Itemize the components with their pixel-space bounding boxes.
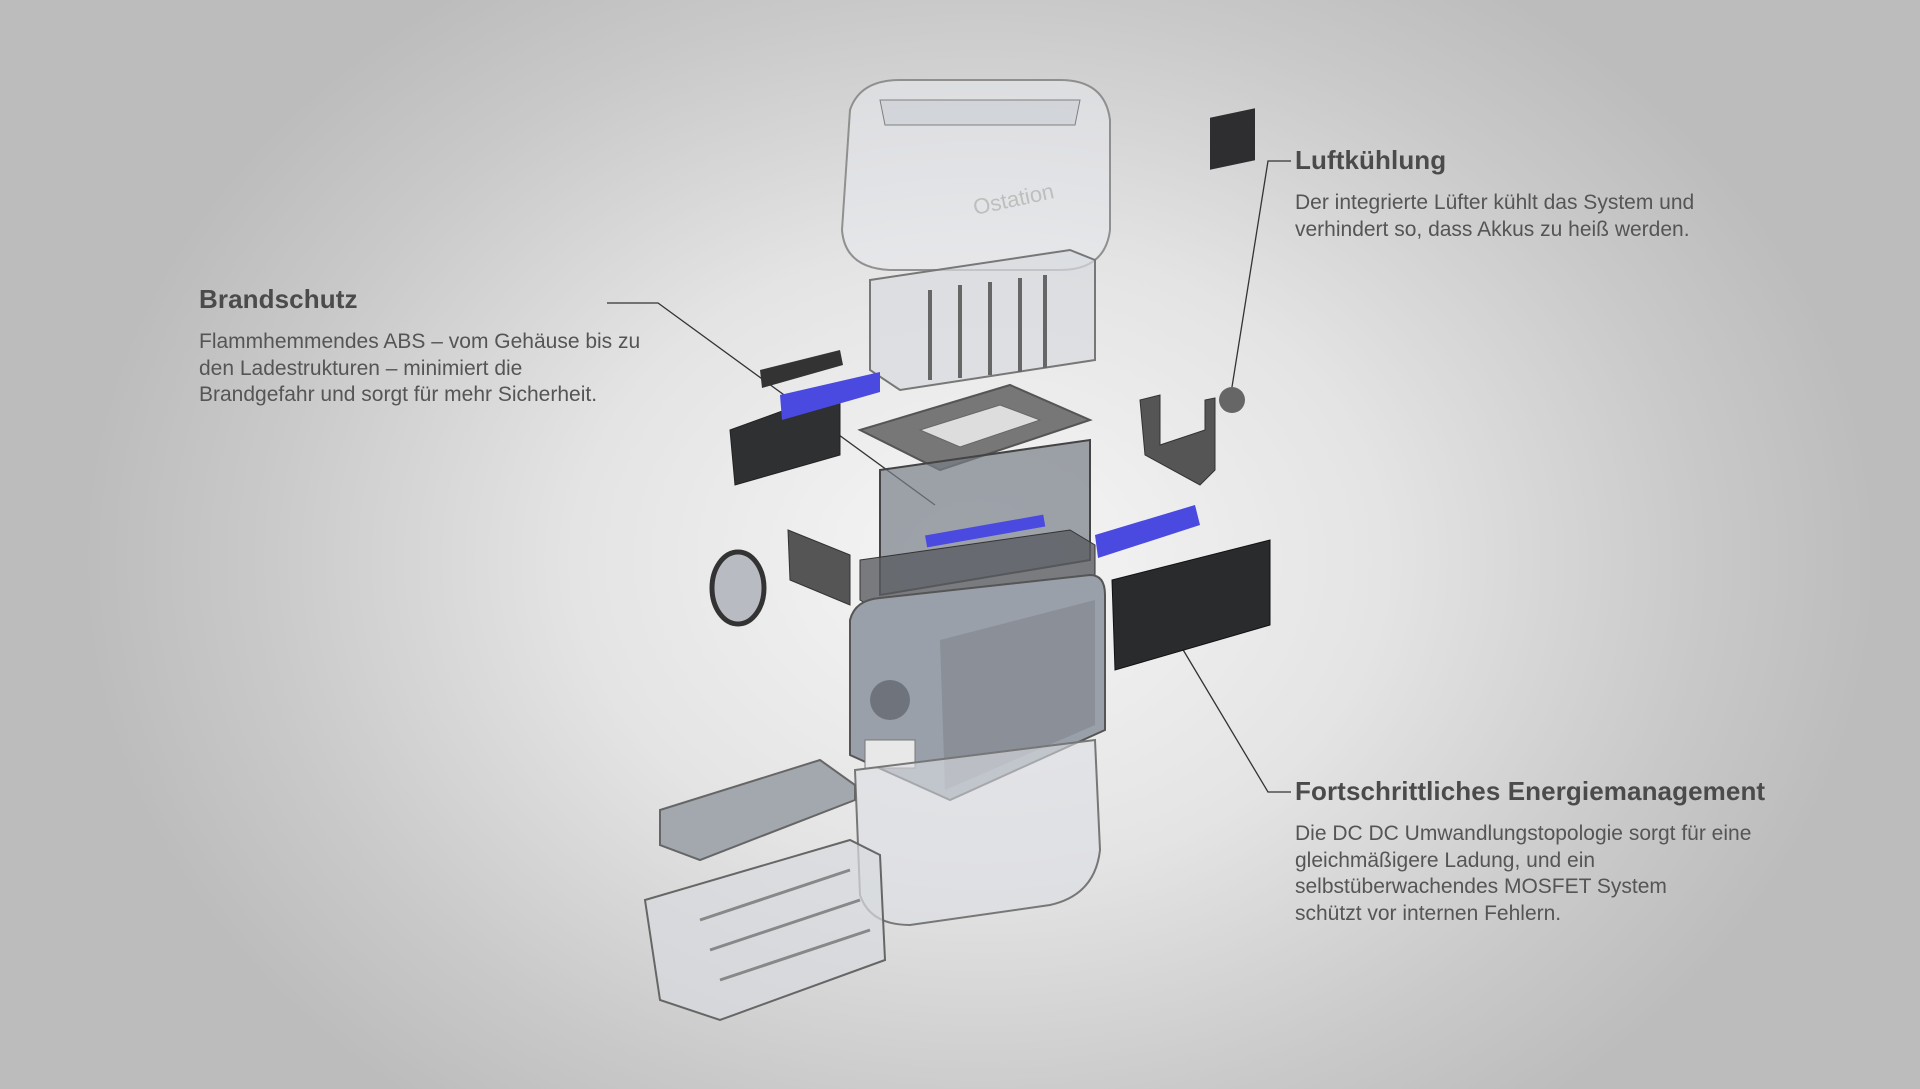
feature-description: Der integrierte Lüfter kühlt das System … [1295, 191, 1695, 241]
leader-line-brandschutz [607, 302, 936, 506]
fan-bracket [1139, 394, 1216, 486]
feature-brandschutz: Brandschutz Flammhemmendes ABS – vom Geh… [199, 284, 699, 409]
feature-title: Luftkühlung [1295, 145, 1447, 175]
feature-title: Brandschutz [199, 284, 358, 314]
control-pcb [1111, 539, 1271, 671]
bottom-case [853, 738, 1102, 927]
top-lid: Ostation [840, 79, 1111, 271]
leader-line-luftkuehlung [1227, 160, 1291, 413]
blue-bracket-left [780, 372, 880, 420]
side-cover-left [787, 529, 851, 606]
feature-title: Fortschrittliches Energiemanagement [1295, 776, 1766, 806]
battery-cage [869, 248, 1096, 392]
leader-line-energie [1181, 647, 1291, 793]
battery-pack [643, 838, 887, 1022]
cooling-fan-icon [1210, 108, 1255, 413]
feature-luftkuehlung: Luftkühlung Der integrierte Lüfter kühlt… [1295, 145, 1795, 243]
speaker-module [709, 549, 767, 627]
battery-lid [659, 758, 856, 862]
main-housing [849, 573, 1106, 802]
blue-bracket-right [1095, 505, 1200, 558]
top-connector-board [760, 350, 843, 388]
feature-energiemanagement: Fortschrittliches Energiemanagement Die … [1295, 776, 1815, 927]
feature-description: Die DC DC Umwandlungstopologie sorgt für… [1295, 822, 1752, 925]
